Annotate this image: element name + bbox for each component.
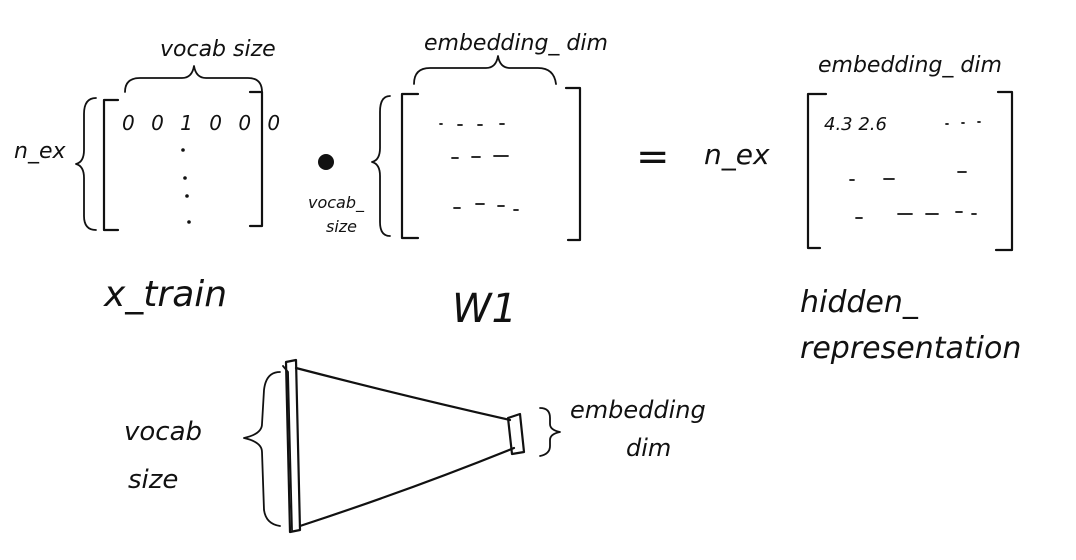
w1-row-dashes xyxy=(453,203,519,211)
x-train-row-brace xyxy=(75,97,97,231)
funnel-right-label-line2: dim xyxy=(626,434,671,462)
x-train-dot xyxy=(187,220,191,224)
w1-row-brace xyxy=(371,95,391,237)
x-train-caption: x_train xyxy=(103,274,227,315)
w1-col-brace xyxy=(413,55,557,85)
x-train-dot xyxy=(181,148,185,152)
funnel-left-brace xyxy=(243,371,281,527)
funnel-output-rectangle xyxy=(506,412,526,456)
w1-caption: W1 xyxy=(452,286,517,332)
w1-row-dashes xyxy=(451,155,509,159)
x-train-left-bracket xyxy=(102,98,120,232)
funnel-right-label-line1: embedding xyxy=(570,396,706,424)
equals-operator: = xyxy=(636,134,670,180)
w1-row-label-line1: vocab_ xyxy=(308,193,365,213)
hidden-row-dashes xyxy=(849,171,967,181)
w1-matrix: embedding_ dim vocab_ size W1 xyxy=(308,31,608,332)
x-train-dot xyxy=(183,176,187,180)
multiply-dot-operator xyxy=(318,154,334,170)
w1-row-dashes xyxy=(439,123,505,126)
hidden-right-bracket xyxy=(994,90,1014,252)
hidden-representation-matrix: n_ex embedding_ dim 4.3 2.6 hidden_ repr… xyxy=(704,53,1021,366)
funnel-right-brace xyxy=(539,407,561,457)
funnel-bottom-edge xyxy=(298,446,516,528)
x-train-matrix: vocab size n_ex 0 0 1 0 0 0 x_train xyxy=(14,37,285,315)
x-train-col-label: vocab size xyxy=(160,37,276,62)
w1-col-label: embedding_ dim xyxy=(424,31,608,56)
x-train-dot xyxy=(185,194,189,198)
funnel-left-label-line2: size xyxy=(128,465,178,495)
funnel-input-rectangle xyxy=(284,358,302,534)
w1-row-label-line2: size xyxy=(326,217,357,236)
funnel-top-edge xyxy=(294,366,512,422)
x-train-first-row: 0 0 1 0 0 0 xyxy=(122,111,285,135)
x-train-col-brace xyxy=(124,65,263,93)
w1-right-bracket xyxy=(564,86,582,242)
hidden-col-label: embedding_ dim xyxy=(818,53,1002,78)
hidden-row-dashes xyxy=(945,121,981,125)
hidden-caption-line2: representation xyxy=(800,331,1021,366)
x-train-row-label: n_ex xyxy=(14,139,66,164)
hidden-first-row: 4.3 2.6 xyxy=(824,114,887,135)
funnel-input-rectangle-edge xyxy=(282,365,293,531)
w1-left-bracket xyxy=(400,92,420,240)
x-train-right-bracket xyxy=(248,90,264,228)
hidden-caption-line1: hidden_ xyxy=(800,285,919,320)
hidden-row-label: n_ex xyxy=(704,138,770,171)
projection-funnel: vocab size embedding dim xyxy=(124,358,706,534)
hidden-left-bracket xyxy=(806,92,828,250)
hidden-row-dashes xyxy=(855,211,977,219)
funnel-left-label-line1: vocab xyxy=(124,417,202,447)
